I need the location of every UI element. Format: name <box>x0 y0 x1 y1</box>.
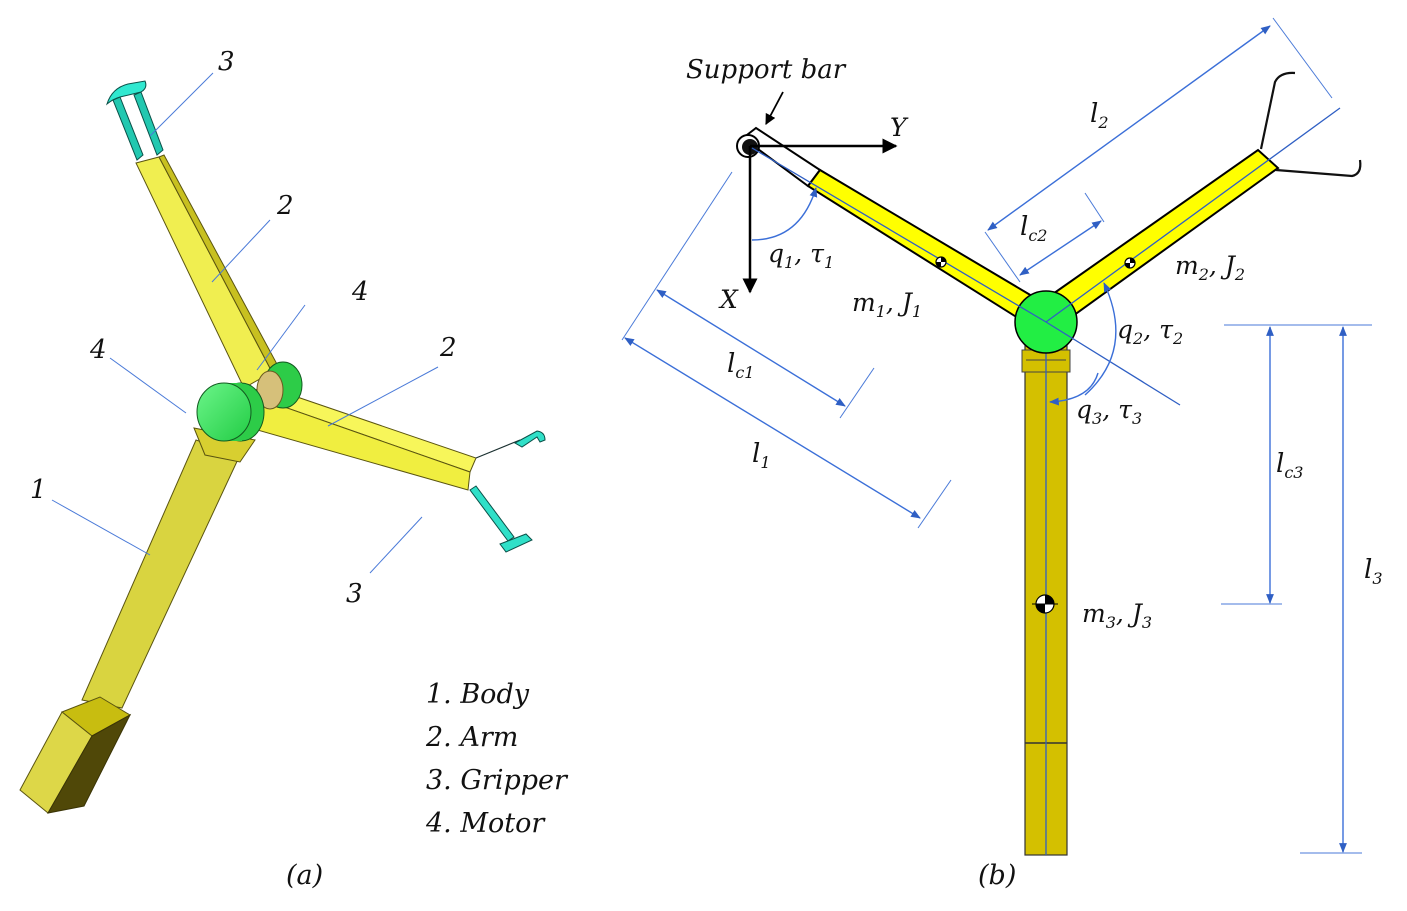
com-marker-1 <box>935 256 947 268</box>
callout-gripper-top: 3 <box>218 47 235 77</box>
callout-motor-right: 4 <box>351 277 369 307</box>
support-bar-label: Support bar <box>686 55 847 85</box>
com-marker-3 <box>1032 594 1058 614</box>
length-l2-label: l2 <box>1090 99 1109 132</box>
dimension-link-2 <box>984 17 1333 283</box>
arm-link-upper <box>135 154 279 389</box>
callout-arm-top: 2 <box>276 191 294 221</box>
support-bar-pointer <box>765 91 784 125</box>
gripper-right <box>469 430 546 553</box>
mass-1-label: m1, J1 <box>852 288 922 321</box>
joint-1-label: q1, τ1 <box>768 239 834 272</box>
callout-motor-left: 4 <box>89 335 107 365</box>
callout-arm-right: 2 <box>439 333 457 363</box>
joint-3-label: q3, τ3 <box>1076 395 1142 428</box>
leader-lines <box>51 72 439 574</box>
dimension-link-1 <box>621 171 952 529</box>
mass-3-label: m3, J3 <box>1082 599 1152 632</box>
panel-a-render: 3 2 4 4 2 1 3 1. Body 2. Arm 3. Gripper … <box>19 47 569 891</box>
body-link-3 <box>1021 322 1071 856</box>
length-lc1-label: lc1 <box>727 349 754 382</box>
motor-rear <box>256 361 303 410</box>
callout-gripper-right: 3 <box>346 579 363 609</box>
coordinate-axes <box>742 91 898 294</box>
length-l1-label: l1 <box>752 439 771 472</box>
length-lc2-label: lc2 <box>1020 212 1047 245</box>
length-l3-label: l3 <box>1364 555 1383 588</box>
axis-y-label: Y <box>890 113 909 142</box>
gripper-upper <box>106 80 164 161</box>
com-marker-2 <box>1124 257 1136 269</box>
parts-legend: 1. Body 2. Arm 3. Gripper 4. Motor <box>425 679 569 839</box>
caption-a: (a) <box>286 860 323 891</box>
legend-item-gripper: 3. Gripper <box>426 765 569 796</box>
panel-b-schematic: Support bar Y X q1, τ1 q2, τ2 q3, τ3 m1,… <box>621 17 1383 891</box>
gripper-schematic <box>1259 71 1362 178</box>
caption-b: (b) <box>978 860 1016 891</box>
callout-body: 1 <box>30 475 47 505</box>
legend-item-motor: 4. Motor <box>425 808 546 839</box>
dimension-link-3 <box>1221 324 1372 854</box>
mass-2-label: m2, J2 <box>1175 251 1245 284</box>
body-link-1 <box>19 439 241 814</box>
joint-2-label: q2, τ2 <box>1117 315 1183 348</box>
length-lc3-label: lc3 <box>1276 449 1303 482</box>
legend-item-arm: 2. Arm <box>425 722 518 753</box>
arm-link-1 <box>806 168 1034 320</box>
motor-front <box>196 382 265 442</box>
axis-x-label: X <box>718 285 739 314</box>
legend-item-body: 1. Body <box>426 679 530 710</box>
arm-link-2 <box>1048 148 1280 320</box>
joint-angle-arcs <box>751 187 1117 406</box>
